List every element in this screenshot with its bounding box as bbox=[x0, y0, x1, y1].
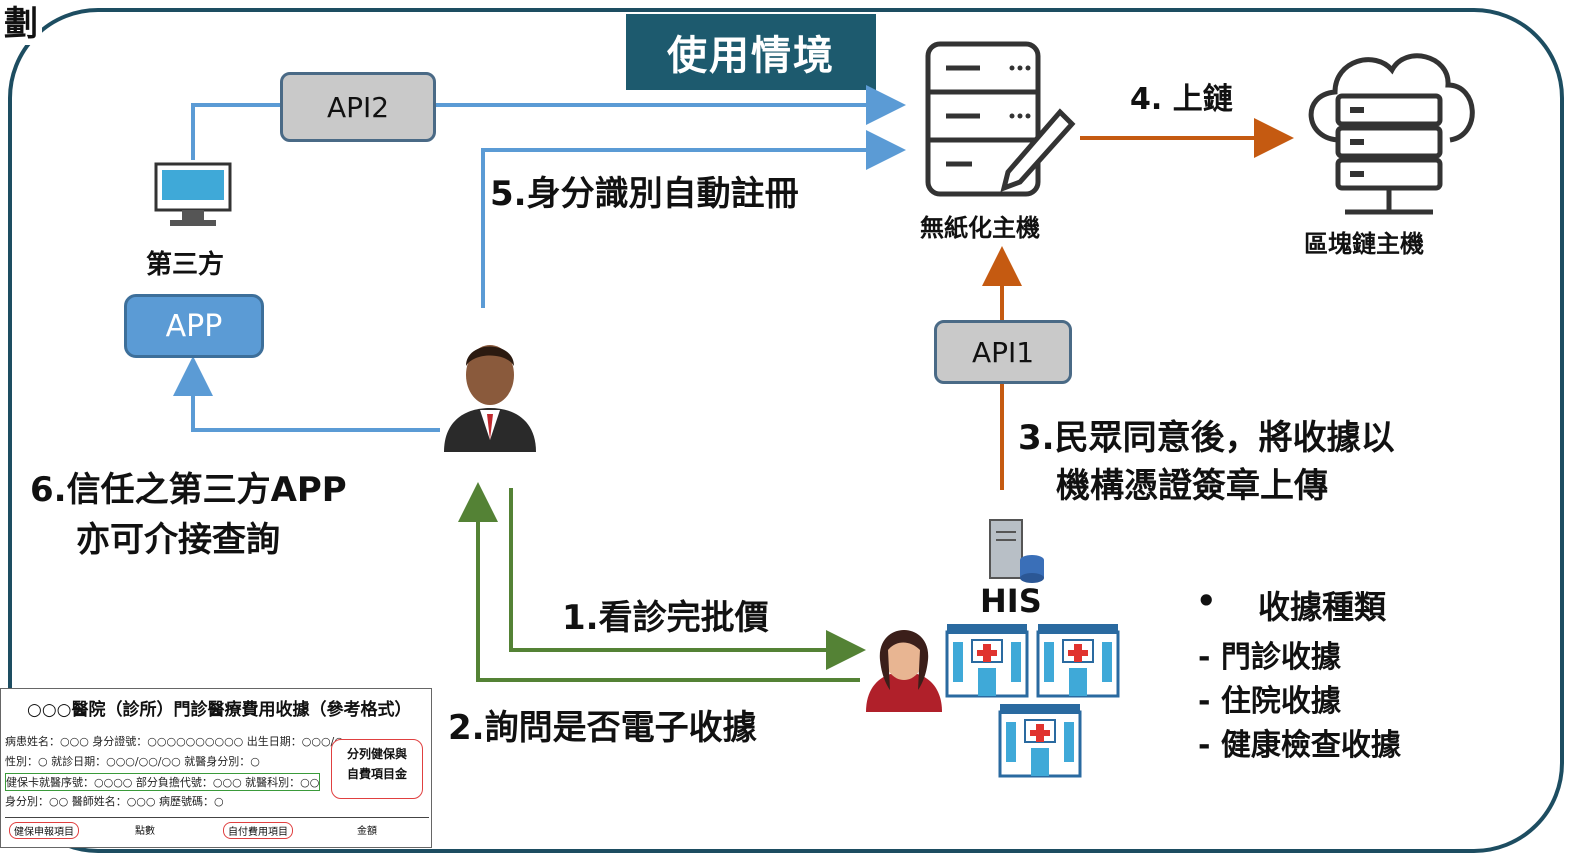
receipt-sample-row: 健保卡就醫序號：○○○○ 部分負擔代號：○○○ 就醫科別：○○ bbox=[5, 773, 321, 791]
receipt-note-line1: 分列健保與 bbox=[346, 747, 407, 761]
api1-box: API1 bbox=[934, 320, 1072, 384]
receipt-sample-table: 健保申報項目 點數 自付費用項目 金額 bbox=[5, 817, 429, 847]
page-title: 使用情境 bbox=[626, 14, 876, 90]
step5-label: 5.身分識別自動註冊 bbox=[490, 174, 799, 214]
receipt-types-heading: 收據種類 bbox=[1258, 588, 1387, 626]
receipt-table-header: 點數 bbox=[135, 826, 155, 837]
receipt-type-item: - 門診收據 bbox=[1198, 640, 1341, 675]
patient-icon bbox=[444, 345, 536, 452]
third-party-label: 第三方 bbox=[146, 250, 225, 280]
receipt-type-item: - 健康檢查收據 bbox=[1198, 728, 1401, 763]
paperless-host-label: 無紙化主機 bbox=[920, 214, 1040, 242]
receipt-sample-row: 病患姓名：○○○ 身分證號：○○○○○○○○○○ 出生日期：○○○/○ bbox=[5, 735, 344, 748]
blockchain-host-label: 區塊鏈主機 bbox=[1304, 230, 1424, 258]
step6-connector bbox=[173, 356, 440, 432]
receipt-table-header: 健保申報項目 bbox=[9, 822, 79, 839]
step3-label-line1: 3.民眾同意後，將收據以 bbox=[1018, 418, 1395, 458]
receipt-table-header: 金額 bbox=[357, 826, 377, 837]
receipt-sample-row: 性別：○ 就診日期：○○○/○○/○○ 就醫身分別：○ bbox=[5, 755, 260, 768]
receipt-types-bullet: • bbox=[1196, 582, 1217, 620]
connector-layer bbox=[154, 41, 1475, 778]
server-dots bbox=[1009, 65, 1031, 119]
receipt-sample-row: 身分別：○○ 醫師姓名：○○○ 病歷號碼：○ bbox=[5, 795, 224, 808]
step2-label: 2.詢問是否電子收據 bbox=[448, 708, 757, 748]
receipt-sample-note: 分列健保與 自費項目金 bbox=[331, 739, 423, 799]
blockchain-cloud-icon bbox=[1308, 53, 1475, 215]
step6-label-line2: 亦可介接查詢 bbox=[76, 520, 280, 560]
step4-label: 4. 上鏈 bbox=[1130, 82, 1233, 117]
step2-connector bbox=[458, 482, 860, 682]
api2-connector bbox=[191, 85, 906, 160]
his-label: HIS bbox=[980, 582, 1042, 620]
receipt-type-item: - 住院收據 bbox=[1198, 684, 1341, 719]
receipt-table-header: 自付費用項目 bbox=[223, 822, 293, 839]
step1-label: 1.看診完批價 bbox=[562, 598, 769, 638]
step1-connector bbox=[509, 488, 866, 670]
receipt-note-line2: 自費項目金 bbox=[346, 767, 407, 781]
api2-box: API2 bbox=[280, 72, 436, 142]
hospital-icon-3 bbox=[998, 704, 1082, 778]
receipt-sample: ○○○醫院（診所）門診醫療費用收據（參考格式） 病患姓名：○○○ 身分證號：○○… bbox=[0, 688, 432, 848]
receipt-sample-title: ○○○醫院（診所）門診醫療費用收據（參考格式） bbox=[27, 700, 412, 720]
his-server-icon bbox=[989, 519, 1044, 583]
hospital-icon-1 bbox=[945, 624, 1029, 698]
computer-icon bbox=[154, 162, 232, 226]
staff-icon bbox=[866, 630, 942, 712]
step5-connector bbox=[481, 130, 906, 308]
corner-text: 劃 bbox=[0, 0, 42, 45]
step6-label-line1: 6.信任之第三方APP bbox=[30, 470, 347, 510]
step3-label-line2: 機構憑證簽章上傳 bbox=[1056, 466, 1328, 506]
app-box: APP bbox=[124, 294, 264, 358]
paperless-server-icon bbox=[925, 41, 1076, 197]
hospital-icon-2 bbox=[1036, 624, 1120, 698]
blockchain-slots bbox=[1350, 107, 1364, 177]
